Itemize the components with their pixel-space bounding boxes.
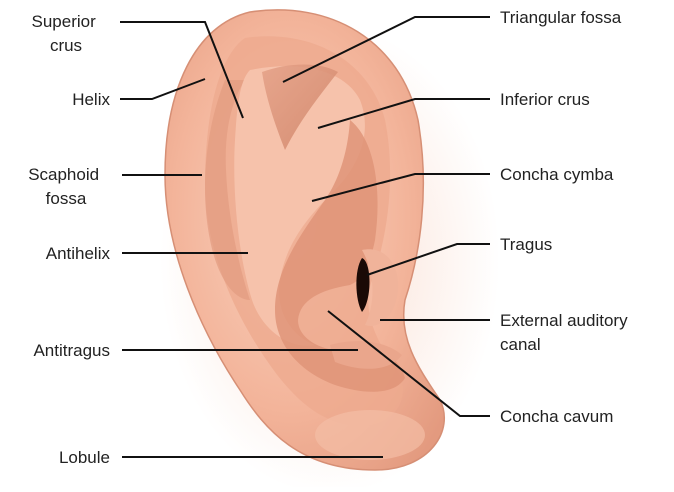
label-triangular-fossa: Triangular fossa bbox=[500, 8, 622, 27]
label-concha-cymba: Concha cymba bbox=[500, 165, 614, 184]
label-external-auditory-canal: External auditory canal bbox=[500, 311, 632, 354]
label-scaphoid-fossa-line2: fossa bbox=[46, 189, 87, 208]
label-scaphoid-fossa: Scaphoid fossa bbox=[28, 165, 104, 208]
label-lobule: Lobule bbox=[59, 448, 110, 467]
label-external-auditory-canal-line1: External auditory bbox=[500, 311, 628, 330]
label-concha-cavum: Concha cavum bbox=[500, 407, 613, 426]
label-superior-crus-line1: Superior bbox=[32, 12, 97, 31]
label-antitragus: Antitragus bbox=[33, 341, 110, 360]
label-external-auditory-canal-line2: canal bbox=[500, 335, 541, 354]
label-antihelix: Antihelix bbox=[46, 244, 111, 263]
label-helix: Helix bbox=[72, 90, 110, 109]
label-inferior-crus: Inferior crus bbox=[500, 90, 590, 109]
label-tragus: Tragus bbox=[500, 235, 552, 254]
label-superior-crus-line2: crus bbox=[50, 36, 82, 55]
label-superior-crus: Superior crus bbox=[32, 12, 101, 55]
label-scaphoid-fossa-line1: Scaphoid bbox=[28, 165, 99, 184]
lobule-shape bbox=[315, 410, 425, 460]
